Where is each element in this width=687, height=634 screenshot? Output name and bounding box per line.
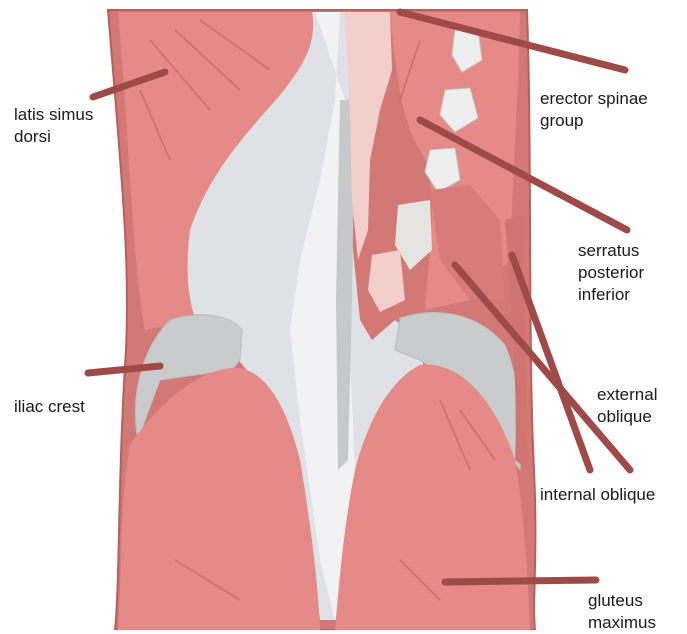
label-internal-oblique: internal oblique <box>540 484 655 506</box>
label-iliac-crest: iliac crest <box>14 396 85 418</box>
label-latissimus-dorsi: latis simus dorsi <box>14 104 93 148</box>
pointer-gluteus-maximus <box>445 580 596 582</box>
label-gluteus-maximus: gluteus maximus <box>588 590 656 634</box>
label-external-oblique: external oblique <box>597 384 657 428</box>
label-erector-spinae: erector spinae group <box>540 88 648 132</box>
label-serratus-posterior-inferior: serratus posterior inferior <box>578 240 644 306</box>
